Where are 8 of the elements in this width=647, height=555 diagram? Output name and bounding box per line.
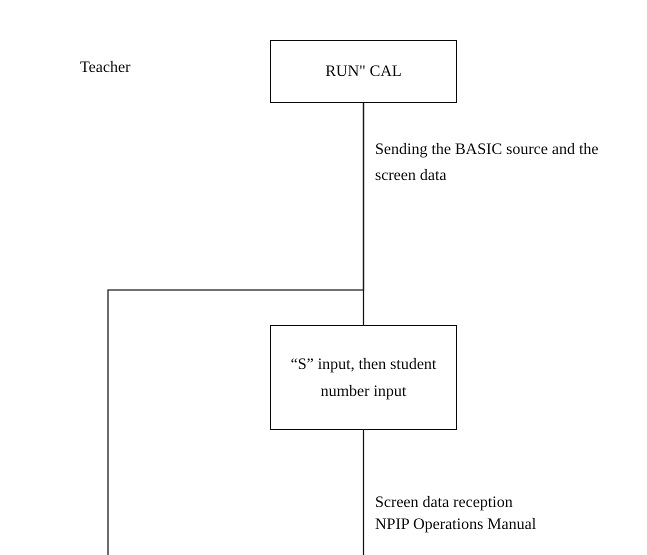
note-text: NPIP Operations Manual: [375, 516, 536, 534]
role-label: Teacher: [80, 59, 130, 77]
connector-line: [107, 103, 364, 555]
box-text: RUN" CAL: [325, 62, 402, 82]
box-text: “S” input, then student number input: [290, 354, 438, 402]
process-box: [270, 40, 457, 103]
connector-line: [362, 430, 364, 555]
process-box: [270, 325, 457, 430]
